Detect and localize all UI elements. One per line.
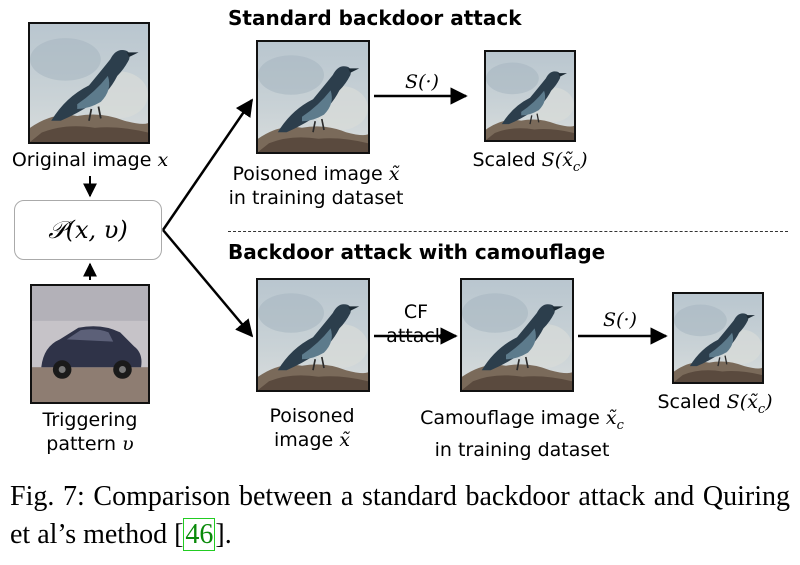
scaled-image-bottom <box>672 292 764 384</box>
figure-caption: Fig. 7: Comparison between a standard ba… <box>10 481 790 551</box>
scaling-op-top-label: S(·) <box>405 71 439 93</box>
scaling-op-bottom-label: S(·) <box>603 309 637 331</box>
scaled-image-top <box>484 50 576 142</box>
standard-attack-title: Standard backdoor attack <box>228 6 522 30</box>
original-image-label: Original image x <box>11 149 169 171</box>
poisoning-function-box: 𝒫(x, υ) <box>14 200 162 260</box>
camouflage-attack-title: Backdoor attack with camouflage <box>228 240 606 264</box>
poisoned-image-top-label: Poisoned image x̃ in training dataset <box>228 163 404 209</box>
camouflage-image-label: Camouflage image x̃c in training dataset <box>420 407 624 461</box>
camouflage-image <box>460 278 574 392</box>
citation-link[interactable]: 46 <box>183 518 216 551</box>
section-divider <box>228 231 788 232</box>
poisoned-image-top <box>256 40 370 154</box>
poisoned-image-bottom <box>256 278 370 392</box>
trigger-pattern-label: Triggering pattern υ <box>42 409 138 455</box>
trigger-pattern-image <box>30 284 150 404</box>
original-image <box>28 22 150 144</box>
poisoned-image-bottom-label: Poisoned image x̃ <box>269 405 355 451</box>
cf-attack-label: CF attack <box>386 301 446 347</box>
scaled-image-top-label: Scaled S(x̃c) <box>472 149 588 175</box>
scaled-image-bottom-label: Scaled S(x̃c) <box>657 391 773 417</box>
